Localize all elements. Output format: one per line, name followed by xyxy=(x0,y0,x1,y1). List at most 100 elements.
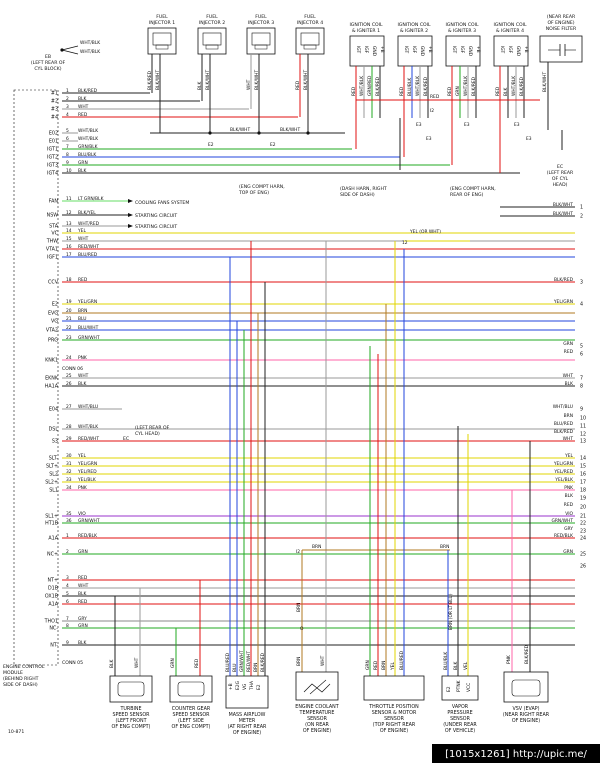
injector-4-pwr-label: BLK/WHT xyxy=(303,70,309,90)
harn1-line2: TOP OF ENG) xyxy=(238,190,269,196)
ecm-wire-label-37: GRN xyxy=(78,549,88,555)
ign-i2: I2 xyxy=(430,108,434,114)
ign1-pin-IGT: IGT xyxy=(355,46,361,54)
ecm-pin-20: VG xyxy=(51,319,58,325)
yel-or-wht-label: YEL (OR WHT) xyxy=(409,229,441,235)
ecm-wire-label-34: VIO xyxy=(78,511,86,517)
ecm-wire-label-20: BLU xyxy=(78,316,86,322)
right-wire-label-10: BRN xyxy=(564,413,573,419)
inj-bus-label-2: BLK/WHT xyxy=(280,127,300,133)
ign3-wire-label-1: GRN xyxy=(455,86,461,96)
brn-or-ltblu-label: BRN (OR LT BLU) xyxy=(448,593,454,630)
ecm-wire-num-27: 28 xyxy=(66,424,72,430)
vapor-pin-0: E2 xyxy=(446,686,452,692)
right-pin-15: 15 xyxy=(580,464,586,470)
vapor-wire-label-2: VEL xyxy=(463,661,469,670)
ecm-pin-28: S3 xyxy=(52,439,58,445)
ign4-pin-IGT: IGT xyxy=(499,46,505,54)
right-pin-24: 24 xyxy=(580,536,586,542)
harn1-line1: (ENG COMPT HARN, xyxy=(239,184,285,190)
vsv-label-pnk: PNK xyxy=(506,655,512,664)
ign-bus-red-label: RED xyxy=(430,94,440,100)
counter-gear-speed-sensor: COUNTER GEAR SPEED SENSOR (LEFT SIDE OF … xyxy=(169,675,213,730)
harn3-line1: (ENG COMPT HARN, xyxy=(450,186,496,192)
ecm-pin-11: NSW xyxy=(47,213,59,219)
inj-e2-1: E2 xyxy=(208,142,214,148)
eb-code: EB xyxy=(45,54,51,60)
ecm-wire-num-18: 19 xyxy=(66,299,72,305)
brn-cross-i2: I2 xyxy=(296,549,300,555)
right-pin-18: 18 xyxy=(580,488,586,494)
ecm-wire-num-2: 3 xyxy=(66,104,69,110)
right-pin-17: 17 xyxy=(580,480,586,486)
ecm-wire-label-0: BLK/RED xyxy=(78,88,98,94)
ignition-coil-4: IGNITION COIL & IGNITER 4 xyxy=(493,22,529,67)
ec-desc1: (LEFT REAR xyxy=(547,170,574,176)
eb-ground: EB (LEFT REAR OF CYL BLOCK) WHT/BLK WHT/… xyxy=(31,40,100,72)
ecm-wire-num-11: 12 xyxy=(66,210,72,216)
tps-l4: (TOP RIGHT REAR xyxy=(373,722,416,728)
brn-cross-label-2: BRN xyxy=(440,544,449,550)
ecm-wire-label-25: BLK xyxy=(78,381,86,387)
right-top-pin-1: 2 xyxy=(580,214,583,220)
vapor-l2: PRESSURE xyxy=(447,710,472,716)
ecm-wire-num-28: 29 xyxy=(66,436,72,442)
ecm-wire-num-40: 5 xyxy=(66,591,69,597)
starting-arrow-1 xyxy=(128,213,133,217)
ecm-pin-1: #2 xyxy=(51,99,58,105)
ecm-pin-34: SL1+ xyxy=(45,514,58,520)
right-side-labels: BLK/RED3YEL/GRN4GRN5RED6WHT7BLK8WHT/BLU9… xyxy=(551,202,586,570)
ecm-wire-label-10: LT GRN/BLK xyxy=(78,196,104,202)
ec-desc2: OF CYL xyxy=(552,176,569,182)
page-id: 10-871 xyxy=(8,729,24,735)
right-wire-label-20: RED xyxy=(564,502,574,508)
ec-code: EC xyxy=(557,164,563,170)
ect-label-brn: BRN xyxy=(296,657,302,666)
conn-05-label: CONN 05 xyxy=(62,660,83,666)
ecm-wire-num-0: 1 xyxy=(66,88,69,94)
ecm-pin-40: OX1B xyxy=(45,594,58,600)
right-pin-16: 16 xyxy=(580,472,586,478)
right-wire-label-6: RED xyxy=(564,349,574,355)
ecm-wire-num-31: 32 xyxy=(66,469,72,475)
ecm-pin-36: A1A xyxy=(48,536,58,542)
ecm-pin-26: E04 xyxy=(49,407,58,413)
tps-wire-label-2: BRN xyxy=(381,661,387,670)
injector-2-label2: INJECTOR 2 xyxy=(199,20,225,26)
ect-label-wht: WHT xyxy=(320,655,326,666)
ecm-wire-num-38: 3 xyxy=(66,575,69,581)
vapor-pressure-sensor: VAPOR PRESSURE SENSOR (UNDER REAR OF VEH… xyxy=(441,675,479,734)
ign3-wire-label-0: RED xyxy=(447,86,453,96)
maf-pin-+B: +B xyxy=(228,683,234,690)
ecm-wire-label-28: RED/WHT xyxy=(78,436,99,442)
ecm-wire-label-21: BLU/WHT xyxy=(78,325,99,331)
vsv-l1: VSV (EVAP) xyxy=(512,706,539,712)
ecm-pin-12: STA xyxy=(49,224,59,230)
right-wire-label-13: WHT xyxy=(563,436,574,442)
right-wire-label-8: BLK xyxy=(565,381,573,387)
ign4-label2: & IGNITER 4 xyxy=(496,28,524,34)
ecm-wire-num-37: 2 xyxy=(66,549,69,555)
ecm-pin-32: SL2+ xyxy=(45,480,58,486)
right-wire-label-4: YEL/GRN xyxy=(553,299,573,305)
right-pin-19: 19 xyxy=(580,496,586,502)
ecm-pin-0: #1 xyxy=(51,91,58,97)
ecm-wire-label-40: BLK xyxy=(78,591,86,597)
right-wire-label-9: WHT/BLU xyxy=(553,404,573,410)
right-pin-11: 11 xyxy=(580,424,586,430)
ecm-wire-num-24: 25 xyxy=(66,373,72,379)
ect-splice-o: O xyxy=(300,626,304,632)
right-pin-14: 14 xyxy=(580,456,586,462)
injector-4-sig-label: RED xyxy=(295,80,301,90)
ign3-wire-label-3: BLK/RED xyxy=(471,76,477,96)
ecm-pin-39: D1B xyxy=(48,586,58,592)
ecm-wire-num-33: 34 xyxy=(66,485,72,491)
ecm-wire-label-9: BLK xyxy=(78,168,86,174)
ecm-wire-num-41: 6 xyxy=(66,599,69,605)
splice-inj-1 xyxy=(208,131,212,135)
ecm-pin-33: SL1 xyxy=(49,488,58,494)
vapor-pin-1: PTNK xyxy=(456,680,462,692)
right-wire-label-18: PNK xyxy=(564,485,573,491)
fuel-injector-4: FUEL INJECTOR 4 xyxy=(295,14,325,55)
ecm-wire-num-13: 14 xyxy=(66,228,72,234)
